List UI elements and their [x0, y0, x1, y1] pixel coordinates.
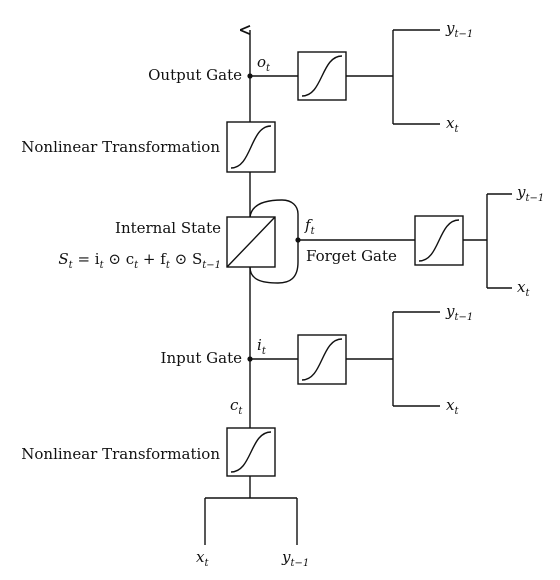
output-gate-label: Output Gate — [148, 66, 242, 84]
nonlinear-box-bottom — [226, 427, 276, 477]
bottom-x-label: xt — [196, 548, 209, 569]
nonlinear-top-label: Nonlinear Transformation — [21, 138, 220, 156]
forget-y-label: yt−1 — [516, 183, 544, 204]
output-y-label: yt−1 — [445, 19, 473, 40]
forget-x-label: xt — [517, 278, 530, 299]
c-t-symbol: ct — [230, 396, 243, 417]
forget-gate-label: Forget Gate — [306, 247, 397, 265]
i-t-symbol: it — [257, 336, 267, 357]
output-gate-branch — [250, 29, 440, 125]
state-equation: St = it ⊙ ct + ft ⊙ St−1 — [58, 250, 221, 271]
bottom-y-label: yt−1 — [281, 548, 309, 569]
f-t-symbol: ft — [304, 216, 316, 237]
forget-gate-branch — [298, 193, 512, 289]
input-gate-label: Input Gate — [161, 349, 243, 367]
internal-state-label: Internal State — [115, 219, 221, 237]
input-gate-branch — [250, 311, 440, 407]
input-x-label: xt — [446, 396, 459, 417]
input-y-label: yt−1 — [445, 302, 473, 323]
o-t-symbol: ot — [257, 53, 271, 74]
output-x-label: xt — [446, 114, 459, 135]
nonlinear-bottom-label: Nonlinear Transformation — [21, 445, 220, 463]
bottom-input-fork — [204, 476, 298, 545]
internal-state-box — [226, 216, 276, 268]
nonlinear-box-top — [226, 121, 276, 173]
